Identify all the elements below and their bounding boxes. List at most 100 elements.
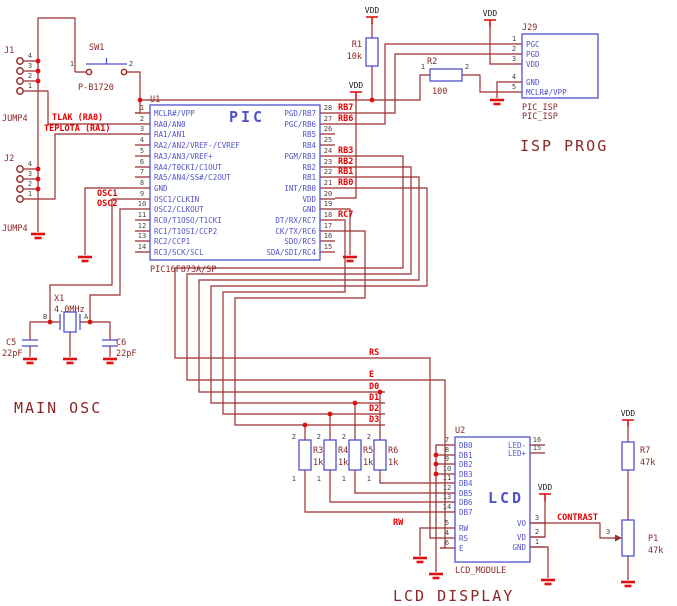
net-gnd-j29 (496, 81, 507, 98)
c5-value: 22pF (2, 349, 22, 359)
j29-pin-label: MCLR#/VPP (526, 88, 567, 97)
u1-pin-label: CK/TX/RC6 (275, 227, 316, 236)
j2-pin-num: 3 (28, 170, 32, 178)
u2-pin-num: 6 (445, 539, 449, 547)
u1-pin-label: SDA/SDI/RC4 (266, 248, 316, 257)
u2-pin-num: 13 (443, 493, 451, 501)
u1-pin-label: DT/RX/RC7 (275, 216, 316, 225)
net-d1 (210, 187, 440, 494)
u1-pin-num: 16 (324, 232, 332, 240)
net-label-e: E (369, 370, 374, 380)
r3-pin-num: 2 (292, 433, 296, 441)
wires (24, 17, 629, 580)
u1-pin-num: 19 (324, 200, 332, 208)
u2-pin-num: 11 (443, 474, 451, 482)
j29-pin-label: VDD (526, 60, 540, 69)
u1-pin-num: 15 (324, 243, 332, 251)
u2-pin-label: E (459, 544, 464, 553)
section-title-main-osc: MAIN OSC (14, 399, 102, 417)
u1-pin-label: RA2/AN2/VREF-/CVREF (154, 141, 240, 150)
net-label-d3: D3 (369, 415, 379, 425)
vdd-label: VDD (621, 409, 636, 418)
u1-name: U1 (150, 95, 160, 105)
net-label-rb6: RB6 (338, 114, 353, 124)
sw1-name: SW1 (89, 43, 104, 53)
r4-value: 1k (338, 458, 348, 468)
u2-pin-num: 10 (443, 465, 451, 473)
u1-pin-num: 4 (140, 136, 144, 144)
net-label-osc1: OSC1 (97, 189, 117, 199)
net-label-contrast: CONTRAST (557, 513, 598, 523)
net-contrast (530, 522, 615, 539)
p1-name: P1 (648, 534, 658, 544)
x1-name: X1 (54, 294, 64, 304)
u1-pin-num: 5 (140, 147, 144, 155)
j29-pin-num: 4 (512, 73, 516, 81)
component-bodies (16, 33, 635, 563)
x1-value: 4.0MHz (54, 305, 85, 315)
r5-pin-num: 1 (342, 475, 346, 483)
r5-value: 1k (363, 458, 373, 468)
r1-name: R1 (352, 40, 362, 50)
r6-name: R6 (388, 446, 398, 456)
u2-pin-num: 1 (535, 538, 539, 546)
net-gnd-bus (24, 17, 76, 232)
r6-value: 1k (388, 458, 398, 468)
u1-pin-label: RA1/AN1 (154, 130, 186, 139)
j29-pin-num: 1 (512, 35, 516, 43)
u1-pin-num: 10 (138, 200, 146, 208)
u2-pin-num: 12 (443, 484, 451, 492)
u1-pin-num: 6 (140, 158, 144, 166)
net-rs (174, 155, 440, 539)
u1-pin-label: RA0/AN0 (154, 120, 186, 129)
net-teplota (24, 133, 135, 200)
u1-pin-num: 1 (140, 104, 144, 112)
x1-pin-b: B (43, 313, 47, 321)
net-label-rb2: RB2 (338, 157, 353, 167)
r1-body (365, 37, 379, 67)
j2-pads (16, 165, 24, 203)
u2-pin-label: DB4 (459, 479, 473, 488)
j1-name: J1 (4, 46, 14, 56)
j29-pin-stubs (507, 43, 522, 93)
u2-pin-num: 16 (533, 436, 541, 444)
x1-pin-a: A (84, 313, 89, 321)
u1-pic-body (149, 104, 321, 261)
p1-wiper-num: 3 (606, 528, 610, 536)
u1-pin-num: 14 (138, 243, 146, 251)
u1-pin-num: 22 (324, 168, 332, 176)
u1-pin-num: 17 (324, 222, 332, 230)
r7-body (621, 441, 635, 471)
u1-pin-label: RA4/T0CKI/C1OUT (154, 163, 222, 172)
u2-pin-num: 8 (445, 446, 449, 454)
u2-pin-label: DB0 (459, 441, 473, 450)
u1-pin-label: RA3/AN3/VREF+ (154, 152, 213, 161)
u1-pin-num: 25 (324, 136, 332, 144)
r2-pin-num: 1 (421, 63, 425, 71)
r4-body (323, 439, 337, 471)
sw1-button-symbol (85, 58, 128, 76)
net-d3 (234, 230, 440, 513)
u1-pin-label: SDO/RC5 (284, 237, 316, 246)
r3-value: 1k (313, 458, 323, 468)
u2-pin-num: 3 (535, 514, 539, 522)
labels: MAIN OSC ISP PROG LCD DISPLAY VDD VDD VD… (2, 6, 663, 605)
u2-pin-label: DB3 (459, 470, 473, 479)
u2-pin-label: DB5 (459, 489, 473, 498)
j1-pin-num: 2 (28, 72, 32, 80)
c5-name: C5 (6, 338, 16, 348)
u2-pin-label: DB1 (459, 451, 473, 460)
u2-pin-num: 9 (445, 455, 449, 463)
r5-body (348, 439, 362, 471)
u1-pin-label: MCLR#/VPP (154, 109, 195, 118)
u1-pin-label: RB2 (302, 163, 316, 172)
p1-value: 47k (648, 546, 663, 556)
net-label-rb1: RB1 (338, 167, 353, 177)
sw1-value: P-B1720 (78, 83, 114, 93)
j29-pin-label: PGC (526, 40, 540, 49)
u1-device-label: PIC (229, 108, 265, 126)
net-tlak (24, 90, 135, 125)
r3-pin-num: 1 (292, 475, 296, 483)
